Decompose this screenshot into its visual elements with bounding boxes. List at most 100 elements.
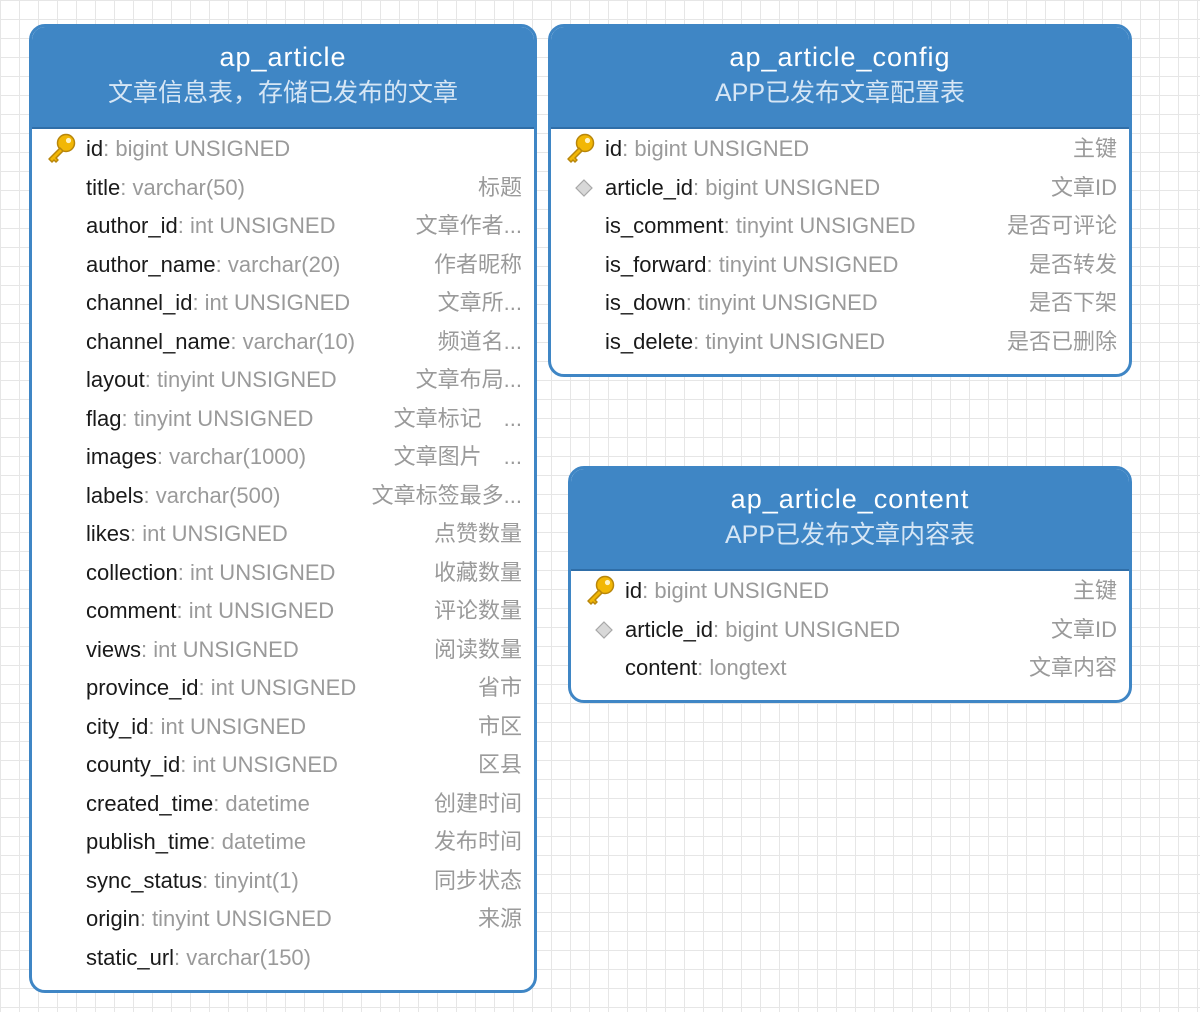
field-comment: 点赞数量 bbox=[433, 521, 522, 546]
field-separator: : bbox=[177, 213, 190, 238]
field-name: collection bbox=[86, 559, 178, 585]
field-label: channel_name: varchar(10) bbox=[86, 323, 355, 361]
field-name: created_time bbox=[86, 790, 214, 816]
field-row[interactable]: labels: varchar(500)文章标签最多... bbox=[32, 477, 534, 516]
field-row[interactable]: province_id: int UNSIGNED 省市 bbox=[32, 669, 534, 708]
table-header[interactable]: ap_article 文章信息表，存储已发布的文章 bbox=[32, 27, 534, 129]
table-name: ap_article_content bbox=[730, 484, 970, 514]
field-label: images: varchar(1000) bbox=[86, 438, 306, 476]
field-comment: 发布时间 bbox=[433, 829, 522, 854]
field-separator: : bbox=[202, 867, 215, 893]
field-row[interactable]: sync_status: tinyint(1)同步状态 bbox=[32, 862, 534, 901]
field-separator: : bbox=[685, 290, 698, 315]
field-name: labels bbox=[86, 482, 144, 508]
field-name: is_delete bbox=[605, 328, 694, 354]
field-separator: : bbox=[213, 790, 226, 816]
field-name: content bbox=[625, 655, 698, 680]
field-comment: 主键 bbox=[1072, 578, 1117, 603]
field-type: varchar(500) bbox=[155, 482, 281, 508]
field-comment: 区县 bbox=[477, 752, 522, 777]
field-row[interactable]: content: longtext 文章内容 bbox=[571, 649, 1129, 688]
field-name: channel_name bbox=[86, 328, 231, 354]
field-separator: : bbox=[192, 290, 205, 315]
field-label: content: longtext bbox=[625, 649, 786, 687]
table-name: ap_article_config bbox=[729, 42, 951, 72]
field-row[interactable]: publish_time: datetime 发布时间 bbox=[32, 823, 534, 862]
field-separator: : bbox=[209, 829, 222, 854]
field-name: likes bbox=[86, 521, 131, 546]
field-comment: 标题 bbox=[477, 174, 522, 200]
field-type: tinyint UNSIGNED bbox=[133, 405, 314, 431]
field-name: publish_time bbox=[86, 829, 210, 854]
field-label: origin: tinyint UNSIGNED bbox=[86, 900, 332, 938]
field-row[interactable]: images: varchar(1000)文章图片 ... bbox=[32, 438, 534, 477]
field-name: author_name bbox=[86, 251, 216, 277]
field-name: province_id bbox=[86, 675, 199, 700]
field-separator: : bbox=[706, 251, 719, 277]
field-label: id: bigint UNSIGNED bbox=[86, 130, 290, 168]
field-row[interactable]: id: bigint UNSIGNED bbox=[32, 130, 534, 169]
field-type: longtext bbox=[709, 655, 787, 680]
field-type: bigint UNSIGNED bbox=[115, 136, 291, 161]
table-ap-article-content[interactable]: ap_article_content APP已发布文章内容表 id: bigin… bbox=[568, 466, 1132, 703]
field-separator: : bbox=[198, 675, 211, 700]
field-separator: : bbox=[156, 444, 170, 469]
primary-key-icon bbox=[583, 574, 617, 608]
field-row[interactable]: static_url: varchar(150) bbox=[32, 939, 534, 978]
field-row[interactable]: created_time: datetime 创建时间 bbox=[32, 785, 534, 824]
field-label: publish_time: datetime bbox=[86, 823, 306, 861]
table-ap-article[interactable]: ap_article 文章信息表，存储已发布的文章 id: bigint UNS… bbox=[29, 24, 537, 993]
field-label: article_id: bigint UNSIGNED bbox=[625, 611, 900, 649]
field-label: id: bigint UNSIGNED bbox=[625, 572, 829, 610]
field-comment: 文章内容 bbox=[1028, 655, 1117, 680]
field-comment: 评论数量 bbox=[433, 598, 522, 623]
field-label: created_time: datetime bbox=[86, 785, 310, 823]
field-comment: 省市 bbox=[477, 675, 522, 700]
table-header[interactable]: ap_article_config APP已发布文章配置表 bbox=[551, 27, 1129, 129]
field-separator: : bbox=[103, 136, 116, 161]
field-row[interactable]: channel_name: varchar(10)频道名... bbox=[32, 323, 534, 362]
field-row[interactable]: author_name: varchar(20)作者昵称 bbox=[32, 246, 534, 285]
field-type: int UNSIGNED bbox=[188, 598, 335, 623]
field-name: id bbox=[86, 136, 104, 161]
field-row[interactable]: id: bigint UNSIGNED 主键 bbox=[571, 572, 1129, 611]
field-separator: : bbox=[723, 213, 736, 238]
field-row[interactable]: county_id: int UNSIGNED 区县 bbox=[32, 746, 534, 785]
field-label: author_name: varchar(20) bbox=[86, 246, 340, 284]
field-comment: 是否下架 bbox=[1028, 290, 1117, 315]
field-comment: 是否已删除 bbox=[1006, 328, 1117, 354]
field-label: province_id: int UNSIGNED bbox=[86, 669, 356, 707]
field-row[interactable]: title: varchar(50)标题 bbox=[32, 169, 534, 208]
field-type: int UNSIGNED bbox=[192, 752, 338, 777]
field-comment: 来源 bbox=[477, 906, 522, 931]
field-name: is_down bbox=[605, 290, 686, 315]
field-comment: 市区 bbox=[477, 713, 522, 739]
field-row[interactable]: origin: tinyint UNSIGNED 来源 bbox=[32, 900, 534, 939]
field-separator: : bbox=[120, 174, 133, 200]
table-header[interactable]: ap_article_content APP已发布文章内容表 bbox=[571, 469, 1129, 571]
field-label: county_id: int UNSIGNED bbox=[86, 746, 338, 784]
field-separator: : bbox=[177, 559, 190, 585]
field-comment: 创建时间 bbox=[433, 790, 522, 816]
field-label: author_id: int UNSIGNED bbox=[86, 207, 335, 245]
table-ap-article-config[interactable]: ap_article_config APP已发布文章配置表 id: bigint… bbox=[548, 24, 1132, 377]
field-separator: : bbox=[230, 328, 243, 354]
field-type: varchar(1000) bbox=[169, 444, 307, 469]
field-name: sync_status bbox=[86, 867, 203, 893]
